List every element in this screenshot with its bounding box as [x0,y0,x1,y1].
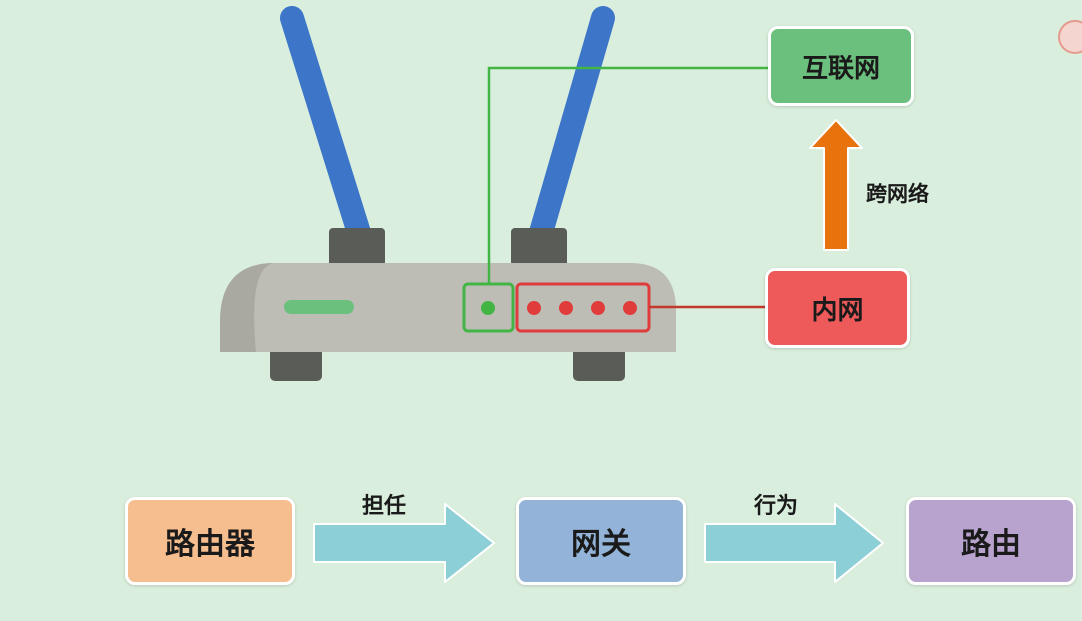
router-status-light [284,300,354,314]
router-label: 路由器 [165,527,255,562]
arrow-up-icon [809,119,863,251]
act-as-label: 担任 [362,494,407,519]
lan-port [623,301,637,315]
wan-connector-line [487,66,768,284]
arrow-right-icon [313,503,495,583]
routing-label: 路由 [961,527,1021,562]
intranet-label: 内网 [811,295,864,326]
logo-icon [1058,20,1082,54]
antenna-right [528,6,615,248]
internet-box: 互联网 [768,26,914,106]
gateway-label: 网关 [571,527,631,562]
arrow-right-icon [704,503,884,583]
intranet-box: 内网 [765,268,910,348]
lan-port [591,301,605,315]
wan-port [481,301,495,315]
router-box: 路由器 [125,497,295,585]
antenna-left [280,6,372,248]
cross-network-label: 跨网络 [866,182,929,206]
antenna-base-right [511,228,567,268]
lan-port [559,301,573,315]
routing-box: 路由 [906,497,1076,585]
gateway-box: 网关 [516,497,686,585]
wifi-router-icon [220,6,676,381]
behavior-label: 行为 [754,494,799,519]
router-body-shade [220,263,275,352]
antenna-base-left [329,228,385,268]
lan-port [527,301,541,315]
internet-label: 互联网 [801,53,880,84]
